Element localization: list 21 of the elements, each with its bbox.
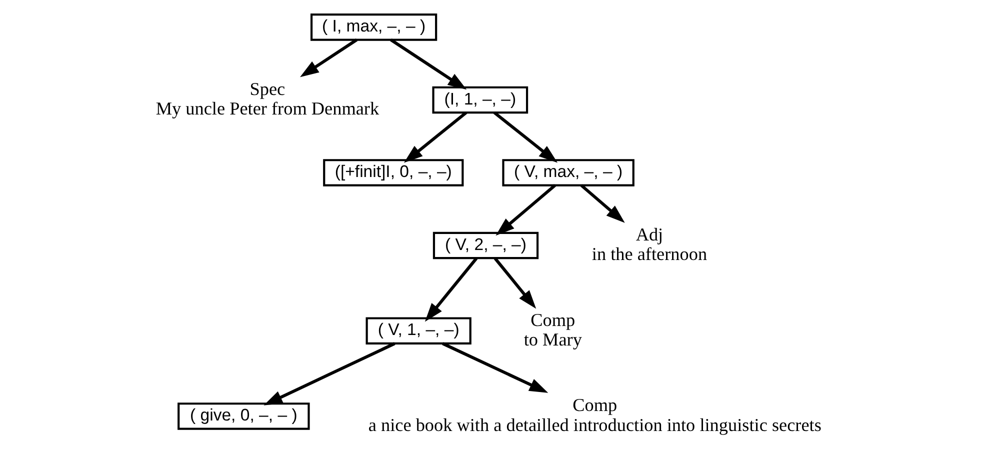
arrow (495, 184, 556, 236)
arrow (442, 342, 548, 392)
arrow (424, 256, 478, 322)
node-box: ( give, 0, –, – ) (177, 402, 310, 430)
node-text: Comp a nice book with a detailled introduction into linguistic secrets (368, 394, 821, 434)
node-box: ( I, max, –, – ) (310, 13, 437, 40)
node-text: Spec My uncle Peter from Denmark (155, 78, 379, 118)
arrow (493, 256, 536, 308)
node-box: ([+finit]I, 0, –, –) (322, 158, 464, 186)
arrow (403, 110, 467, 162)
arrow (492, 110, 558, 162)
node-text: Comp to Mary (523, 309, 582, 349)
arrow (390, 38, 466, 90)
arrow (300, 38, 358, 77)
node-text: Adj in the afternoon (591, 224, 707, 264)
node-box: ( V, 2, –, –) (432, 231, 538, 259)
node-box: ( V, 1, –, –) (365, 316, 471, 344)
arrow (580, 184, 624, 222)
node-box: ( V, max, –, – ) (502, 158, 634, 186)
arrow (263, 342, 395, 405)
node-box: (I, 1, –, –) (432, 86, 528, 114)
